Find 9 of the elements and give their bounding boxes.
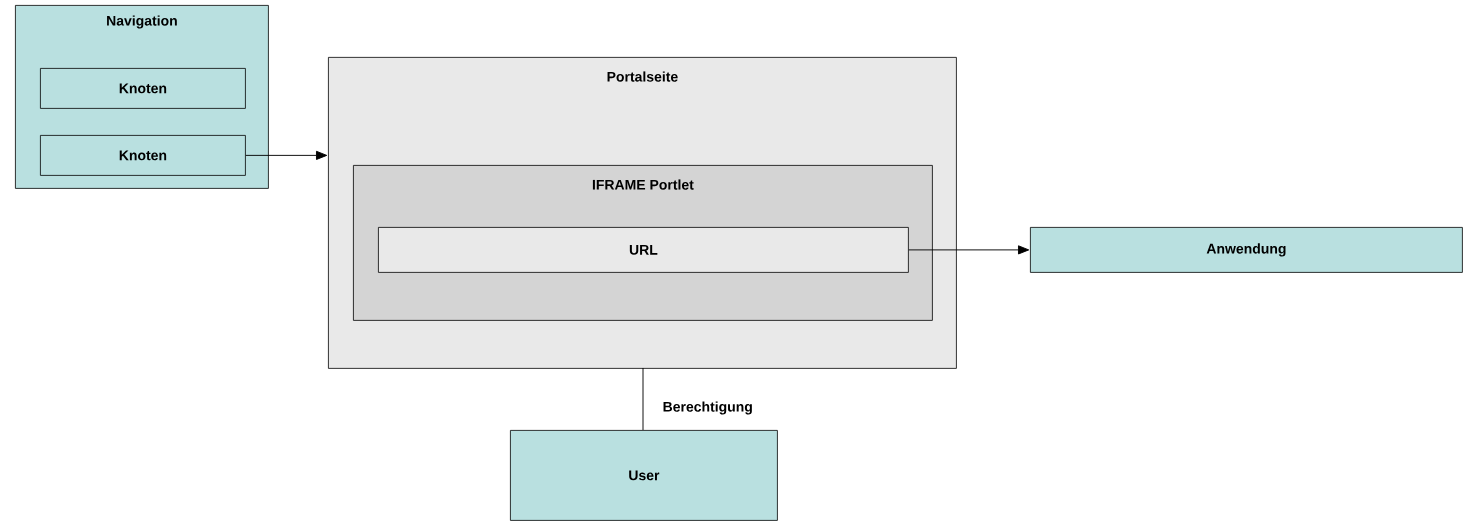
edge-label: Berechtigung xyxy=(661,400,755,416)
url-box: URL xyxy=(378,227,909,273)
connector xyxy=(245,150,328,160)
application-box: Anwendung xyxy=(1030,227,1463,273)
connector xyxy=(908,245,1030,255)
user-box: User xyxy=(510,430,778,521)
node-box: Knoten xyxy=(40,135,246,176)
connector xyxy=(642,367,644,431)
node-box: Knoten xyxy=(40,68,246,109)
